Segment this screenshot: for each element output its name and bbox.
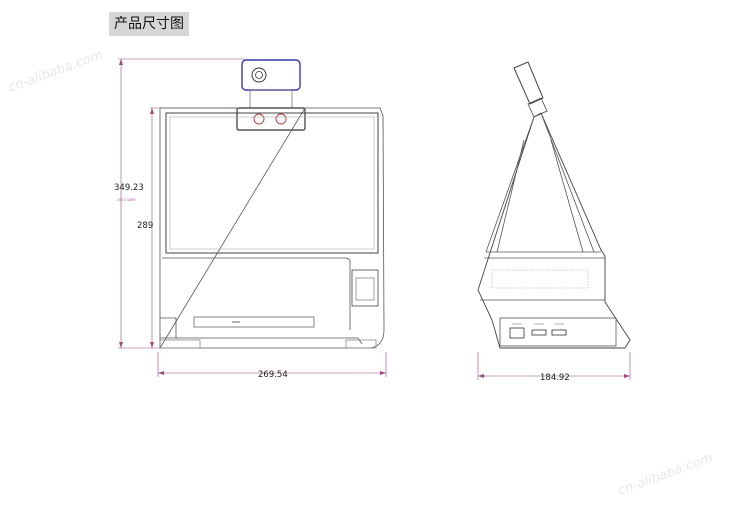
page-title: 产品尺寸图 [109, 12, 189, 36]
sensor-block [236, 107, 306, 131]
sensor-left-icon [253, 113, 265, 125]
lan-port-icon [509, 327, 525, 339]
body-height-label: 289 [137, 221, 153, 231]
front-view [118, 58, 387, 377]
usb-port-1-icon [531, 329, 547, 336]
port-panel [499, 317, 617, 347]
camera-lens-icon [251, 67, 267, 83]
vent-grille [491, 269, 589, 289]
sensor-right-icon [275, 113, 287, 125]
fingerprint-reader [351, 269, 379, 307]
depth-label: 184.92 [540, 373, 570, 383]
total-height-note: 349.23 [117, 198, 129, 202]
side-view [477, 61, 631, 380]
side-camera-head [513, 61, 544, 105]
usb-port-2-icon [551, 329, 567, 336]
side-body [477, 112, 631, 349]
body-height-note: 289 [129, 198, 135, 202]
camera-module [241, 59, 301, 91]
watermark-top: cn-alibaba.com [6, 48, 105, 96]
card-slot [193, 316, 315, 328]
watermark-bottom: cn-alibaba.com [616, 451, 715, 499]
width-label: 269.54 [258, 370, 288, 380]
total-height-label: 349.23 [114, 183, 144, 193]
screen-panel [165, 112, 379, 254]
